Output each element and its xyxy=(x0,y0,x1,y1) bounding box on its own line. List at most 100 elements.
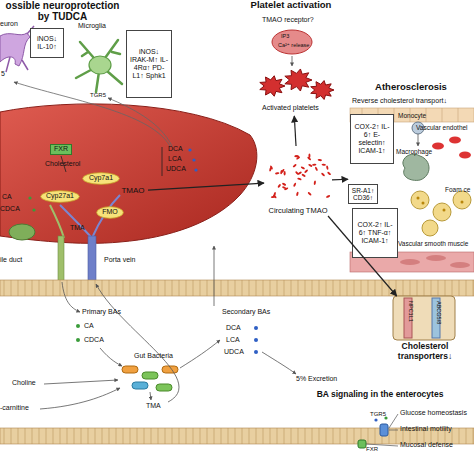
panel-heading: ossible neuroprotection by TUDCA xyxy=(0,0,125,22)
circulation-pool: Circulating TMAO xyxy=(264,146,332,216)
marker-box: iNOS↓ IL-10↑ xyxy=(30,28,64,58)
tmao-molecule xyxy=(300,166,305,170)
cell-label: Macrophage xyxy=(396,148,432,155)
tmao-molecule xyxy=(322,164,327,166)
gut-bacteria xyxy=(122,366,178,391)
tmao-molecule xyxy=(308,163,313,167)
tmao-molecule xyxy=(292,163,297,167)
enterocyte-panel: BA signaling in the enterocytes xyxy=(286,390,474,408)
receptor-label: TGR5 xyxy=(90,92,106,99)
tmao-molecule xyxy=(275,172,280,175)
bile-acid-label: DCA xyxy=(226,324,241,332)
node-text: FMO xyxy=(102,208,118,216)
activation-arrow xyxy=(292,56,293,66)
flow-arrow xyxy=(148,183,264,190)
flow-arrow xyxy=(328,216,397,296)
tissue-label: Vascular endothel xyxy=(416,124,468,131)
metabolite-label: TMA xyxy=(146,402,161,410)
marker-box: COX-2↑ IL-6↑ TNF-α↑ ICAM-1↑ xyxy=(352,208,398,258)
node-text: FXR xyxy=(54,145,68,153)
intestinal-wall xyxy=(0,280,474,444)
tmao-molecule xyxy=(327,171,332,175)
tmao-molecule xyxy=(314,166,318,171)
bile-acid-label: CDCA xyxy=(0,205,20,213)
node-text: Atherosclerosis xyxy=(375,82,447,93)
bile-acid-label: UDCA xyxy=(224,348,244,356)
node-text: BA signaling in the enterocytes xyxy=(317,390,444,400)
vessel-label: Porta vein xyxy=(104,256,136,264)
group-label: Primary BAs xyxy=(82,308,121,316)
effect-label: Mucosal defense xyxy=(400,441,453,449)
bile-acid-label: LCA xyxy=(168,155,182,163)
transporter-panel: Cholesterol transporters↓ xyxy=(376,296,474,362)
tmao-molecule xyxy=(313,180,316,185)
microglia-cell xyxy=(76,40,122,92)
tmao-molecule xyxy=(284,171,286,175)
tmao-molecule xyxy=(284,187,289,191)
node-text: Circulating TMAO xyxy=(268,207,327,216)
tmao-molecule xyxy=(326,165,329,170)
transporter-label: NPC1L1 xyxy=(408,301,414,322)
receptor-box: FXR xyxy=(50,144,72,155)
node-text: TMAO xyxy=(121,186,144,195)
node-text: Cyp7a1 xyxy=(89,174,113,182)
tmao-molecule xyxy=(307,156,312,160)
nutrient-label: Choline xyxy=(12,379,36,387)
receptor-label: TMAO receptor? xyxy=(262,16,314,24)
group-label: Secondary BAs xyxy=(222,308,270,316)
activated-platelet xyxy=(285,69,312,91)
tmao-molecule xyxy=(296,156,301,160)
tmao-molecule xyxy=(293,182,297,187)
tmao-molecule xyxy=(269,167,272,172)
group-label: Gut Bacteria xyxy=(134,352,173,360)
flow-arrow xyxy=(294,116,296,146)
tmao-molecule xyxy=(326,195,331,199)
nutrient-label: -carnitine xyxy=(0,404,29,412)
effect-label: Intestinal motility xyxy=(400,425,452,433)
node-text: Cholesterol transporters↓ xyxy=(376,342,474,362)
metabolite-label: TMA xyxy=(70,224,85,232)
tmao-molecule xyxy=(282,182,287,186)
marker-box: COX-2↑ IL-6↑ E-selectin↑ ICAM-1↑ xyxy=(350,114,394,164)
liver xyxy=(0,104,257,282)
metabolite-label: Cholesterol xyxy=(45,160,80,168)
tmao-molecule xyxy=(321,172,326,176)
pathway-label: Ca²⁺ release xyxy=(278,42,309,48)
transporter-cell xyxy=(393,296,455,340)
tmao-molecule xyxy=(281,169,285,174)
tmao-molecule xyxy=(301,173,306,177)
cell-label: Foam ce xyxy=(445,186,470,193)
node-text: Cyp27a1 xyxy=(46,192,74,200)
node-text: COX-2↑ IL-6↑ TNF-α↑ ICAM-1↑ xyxy=(355,221,395,245)
cell-label: Activated platelets xyxy=(262,104,319,112)
tmao-molecule xyxy=(277,184,281,189)
tissue-label: Vascular smooth muscle xyxy=(398,240,468,247)
marker-box: SR-A1↑ CD36↑ xyxy=(348,184,378,204)
flow-arrow xyxy=(332,179,348,181)
bile-acid-label: CA xyxy=(84,322,94,330)
bile-acid-label: UDCA xyxy=(166,165,186,173)
effect-label: Glucose homeostasis xyxy=(400,409,467,417)
bile-acid-label: LCA xyxy=(226,336,240,344)
tmao-molecule xyxy=(307,192,312,196)
receptor-label: FXR xyxy=(366,446,378,453)
vessel-wall xyxy=(350,108,474,272)
node-text: SR-A1↑ CD36↑ xyxy=(351,187,375,202)
node-text: Platelet activation xyxy=(251,0,332,11)
receptor-label: 5 xyxy=(1,70,5,78)
cell-label: Microglia xyxy=(78,22,106,30)
process-label: 5% Excretion xyxy=(296,375,337,383)
tmao-molecule xyxy=(296,191,299,196)
bile-acid-label: CDCA xyxy=(84,336,104,344)
receptor-label: TGR5 xyxy=(370,411,386,418)
tmao-molecule xyxy=(318,159,323,162)
tmao-molecule xyxy=(295,171,299,176)
duct-label: ile duct xyxy=(0,256,22,264)
activated-platelet xyxy=(260,76,285,96)
enzyme-ellipse: FMO xyxy=(96,206,124,219)
tmao-molecule xyxy=(272,194,277,198)
bile-acid-label: DCA xyxy=(168,145,183,153)
cell-label: Monocyte xyxy=(398,112,426,119)
resting-platelet xyxy=(272,30,312,54)
